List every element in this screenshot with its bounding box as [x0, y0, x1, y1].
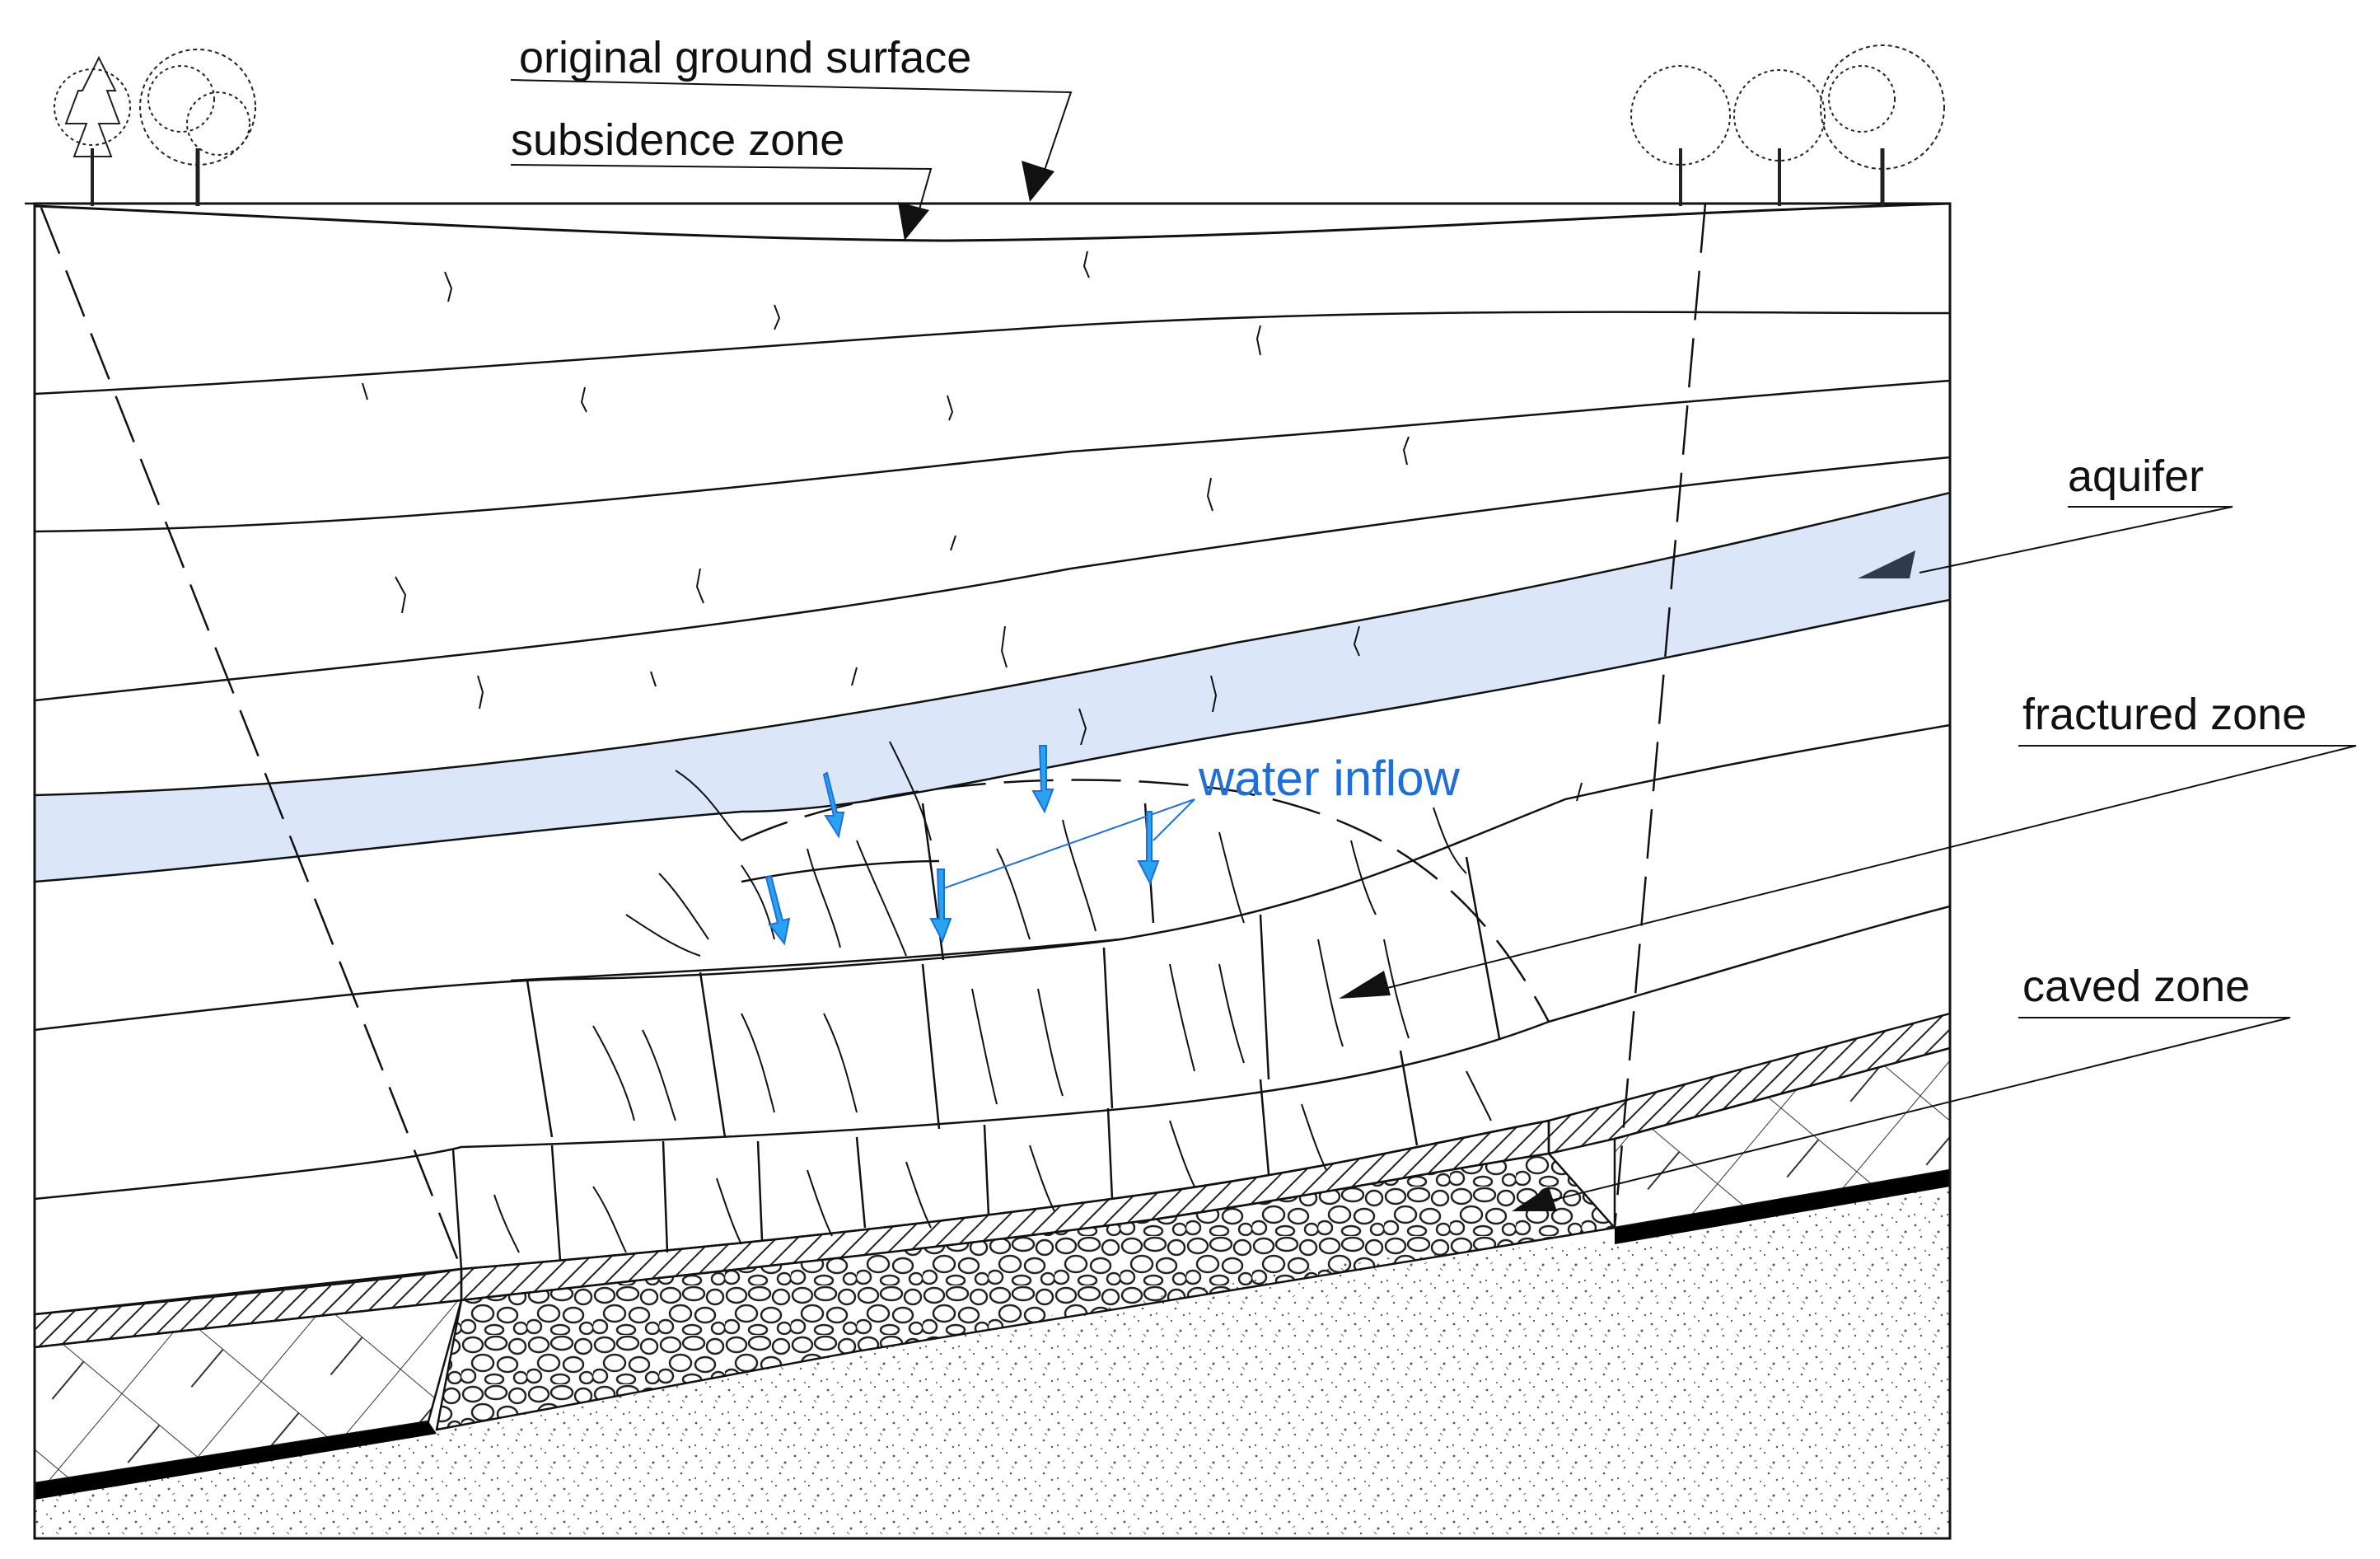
label-aquifer: aquifer [2068, 452, 2204, 501]
label-subsidence-zone: subsidence zone [511, 115, 844, 165]
tree-icon [1630, 65, 1731, 206]
water-arrow-icon [1137, 811, 1160, 886]
label-water-inflow: water inflow [1198, 751, 1460, 806]
leader-arrowhead-icon [898, 202, 929, 241]
label-fractured-zone: fractured zone [2022, 690, 2307, 739]
tree-icon [1733, 69, 1826, 206]
label-caved-zone: caved zone [2022, 962, 2250, 1011]
aquifer-layer [35, 491, 1950, 883]
water-arrow-icon [822, 771, 845, 839]
subsided-ground-surface-line [34, 202, 1951, 242]
trees-right [1630, 44, 1945, 206]
water-arrow-icon [929, 868, 952, 943]
caved-rubble [435, 1152, 1617, 1431]
leader-arrowhead-icon [1512, 1187, 1557, 1211]
floor-rock [35, 1187, 1950, 1538]
jointed-roof-right [1613, 1046, 1950, 1229]
water-arrow-icon [1031, 745, 1054, 814]
leader-arrowhead-icon [1022, 161, 1054, 202]
leader-arrowhead-icon [1339, 971, 1391, 999]
label-original-ground-surface: original ground surface [519, 33, 971, 82]
tree-icon [139, 49, 256, 206]
coal-seam-left [35, 1421, 437, 1500]
water-arrow-icon [764, 874, 791, 946]
strata [35, 204, 1950, 1538]
tree-icon [1820, 44, 1945, 206]
tree-icon [54, 55, 131, 206]
leader-arrowhead-icon [1858, 550, 1915, 578]
coal-seam-right [1615, 1170, 1950, 1244]
water-inflow-arrows [764, 745, 1160, 946]
trees-left [54, 49, 256, 206]
